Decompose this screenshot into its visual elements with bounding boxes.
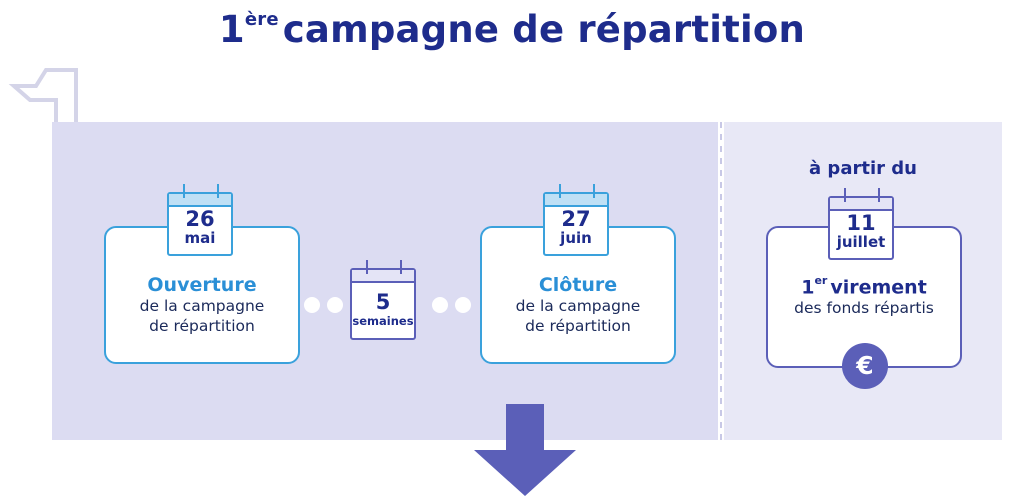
euro-icon: € (842, 343, 888, 389)
duration-value: 5 (375, 290, 391, 314)
transfer-day: 11 (846, 211, 876, 235)
closing-month: juin (560, 229, 592, 247)
title-prefix: 1 (218, 8, 245, 51)
opening-line-2: de répartition (149, 317, 255, 335)
duration-calendar-icon: 5 semaines (350, 260, 416, 340)
connector-dot (432, 297, 448, 313)
panel-divider-dashes (720, 122, 722, 440)
opening-month: mai (184, 229, 216, 247)
duration-unit: semaines (352, 314, 414, 328)
closing-line-2: de répartition (525, 317, 631, 335)
connector-dot (455, 297, 471, 313)
closing-card: Clôture de la campagne de répartition (480, 226, 676, 364)
first-transfer-title-text: virement (830, 276, 927, 299)
connector-dot (304, 297, 320, 313)
title-superscript: ère (244, 8, 279, 30)
opening-line-1: de la campagne (139, 297, 265, 315)
closing-day: 27 (561, 207, 591, 231)
transfer-calendar-icon: 11 juillet (828, 188, 894, 260)
closing-line-1: de la campagne (515, 297, 641, 315)
step-number-outline (8, 68, 78, 188)
transfer-month: juillet (836, 233, 886, 251)
opening-day: 26 (185, 207, 215, 231)
closing-calendar-icon: 27 juin (543, 184, 609, 256)
closing-title: Clôture (538, 274, 618, 296)
first-transfer-line-1: des fonds répartis (794, 299, 934, 318)
from-label: à partir du (809, 158, 917, 179)
connector-dot (327, 297, 343, 313)
first-transfer-prefix: 1 (801, 276, 815, 299)
opening-calendar-icon: 26 mai (167, 184, 233, 256)
down-arrow-icon (474, 404, 576, 496)
opening-title: Ouverture (147, 274, 257, 296)
first-transfer-superscript: er (814, 274, 828, 287)
title-text: campagne de répartition (282, 8, 806, 51)
